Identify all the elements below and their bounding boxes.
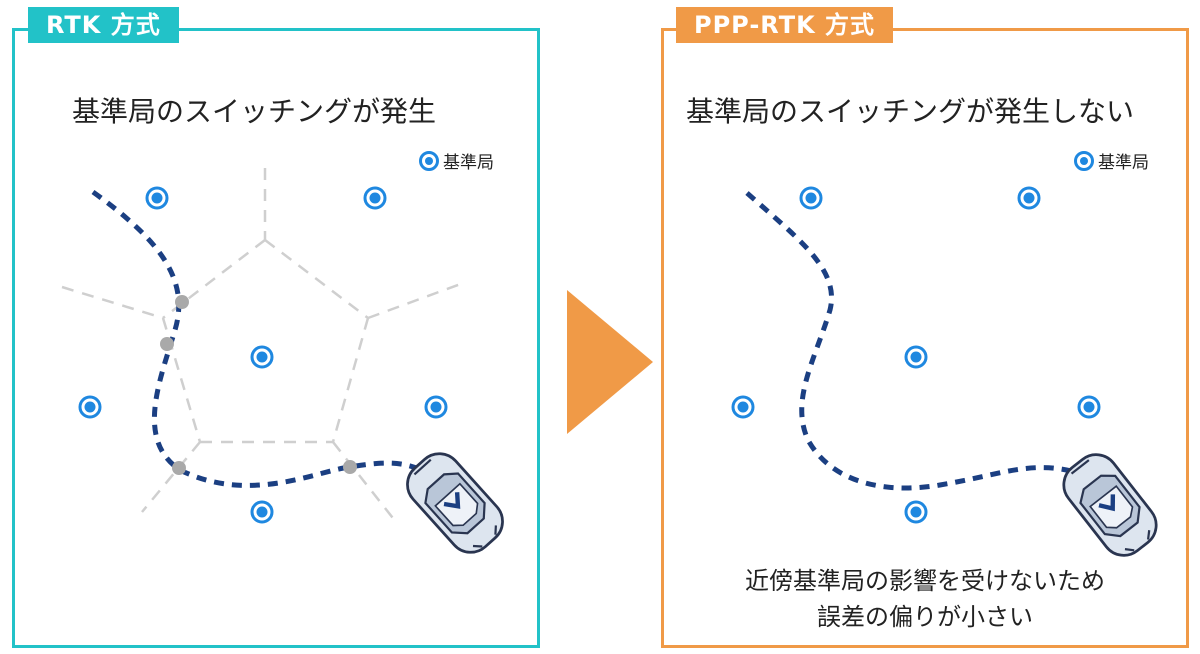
switch-point-marker bbox=[175, 295, 189, 309]
switch-point-marker bbox=[172, 461, 186, 475]
caption-line-2: 誤差の偏りが小さい bbox=[817, 603, 1033, 631]
rtk-route-path bbox=[91, 189, 434, 488]
base-station-icon bbox=[419, 150, 439, 171]
base-station-icon bbox=[1077, 395, 1101, 419]
rtk-panel bbox=[12, 28, 540, 648]
base-station-icon bbox=[904, 500, 928, 524]
arrow-right-icon bbox=[567, 290, 653, 434]
rtk-base-stations bbox=[78, 186, 448, 524]
rtk-legend: 基準局 bbox=[419, 148, 494, 173]
base-station-icon bbox=[731, 395, 755, 419]
switch-point-markers bbox=[160, 295, 357, 475]
caption-line-1: 近傍基準局の影響を受けないため bbox=[745, 567, 1105, 595]
base-station-icon bbox=[145, 186, 169, 210]
base-station-icon bbox=[78, 395, 102, 419]
base-station-icon bbox=[424, 395, 448, 419]
rtk-tag: RTK 方式 bbox=[28, 7, 179, 43]
switch-point-marker bbox=[343, 460, 357, 474]
base-station-icon bbox=[904, 345, 928, 369]
car-icon bbox=[1055, 446, 1165, 564]
ppp-rtk-legend-label: 基準局 bbox=[1098, 153, 1149, 173]
ppp-rtk-base-stations bbox=[731, 186, 1101, 524]
ppp-rtk-legend: 基準局 bbox=[1074, 148, 1149, 173]
ppp-rtk-caption: 近傍基準局の影響を受けないため 誤差の偏りが小さい bbox=[661, 563, 1189, 635]
ppp-rtk-heading: 基準局のスイッチングが発生しない bbox=[686, 95, 1135, 128]
switch-point-marker bbox=[160, 337, 174, 351]
base-station-icon bbox=[799, 186, 823, 210]
rtk-legend-label: 基準局 bbox=[443, 153, 494, 173]
base-station-icon bbox=[1074, 150, 1094, 171]
base-station-icon bbox=[250, 500, 274, 524]
base-station-icon bbox=[250, 345, 274, 369]
rtk-heading: 基準局のスイッチングが発生 bbox=[72, 95, 437, 128]
ppp-rtk-tag: PPP-RTK 方式 bbox=[676, 7, 894, 43]
base-station-icon bbox=[363, 186, 387, 210]
ppp-rtk-panel bbox=[661, 28, 1189, 648]
base-station-icon bbox=[1017, 186, 1041, 210]
ppp-rtk-route-path bbox=[745, 191, 1114, 493]
car-icon bbox=[398, 445, 511, 562]
station-boundaries bbox=[61, 168, 467, 523]
